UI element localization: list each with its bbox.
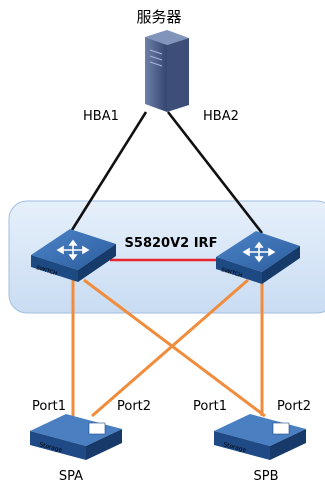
hba1-label: HBA1 xyxy=(83,109,119,124)
hba2-link xyxy=(166,111,264,234)
fc-link-left-sw-spb xyxy=(83,278,266,418)
irf-stack-box xyxy=(8,200,325,314)
spb-port2-label: Port2 xyxy=(277,399,311,414)
hba1-link xyxy=(70,111,148,231)
spa-label: SPA xyxy=(59,469,83,484)
switch-left-icon xyxy=(31,229,116,282)
irf-label: S5820V2 IRF xyxy=(125,236,218,251)
fc-link-right-sw-spa xyxy=(91,278,249,418)
switch-right-icon xyxy=(216,231,300,284)
storage-spb-icon xyxy=(214,414,306,460)
server-tower-icon xyxy=(145,30,189,112)
spa-port2-label: Port2 xyxy=(117,399,151,414)
hba2-label: HBA2 xyxy=(203,109,239,124)
spb-port1-label: Port1 xyxy=(193,399,227,414)
server-label: 服务器 xyxy=(136,8,181,26)
fc-links xyxy=(71,275,266,418)
spa-port1-label: Port1 xyxy=(32,399,66,414)
storage-spa-icon xyxy=(30,414,122,460)
spb-label: SPB xyxy=(253,469,278,484)
